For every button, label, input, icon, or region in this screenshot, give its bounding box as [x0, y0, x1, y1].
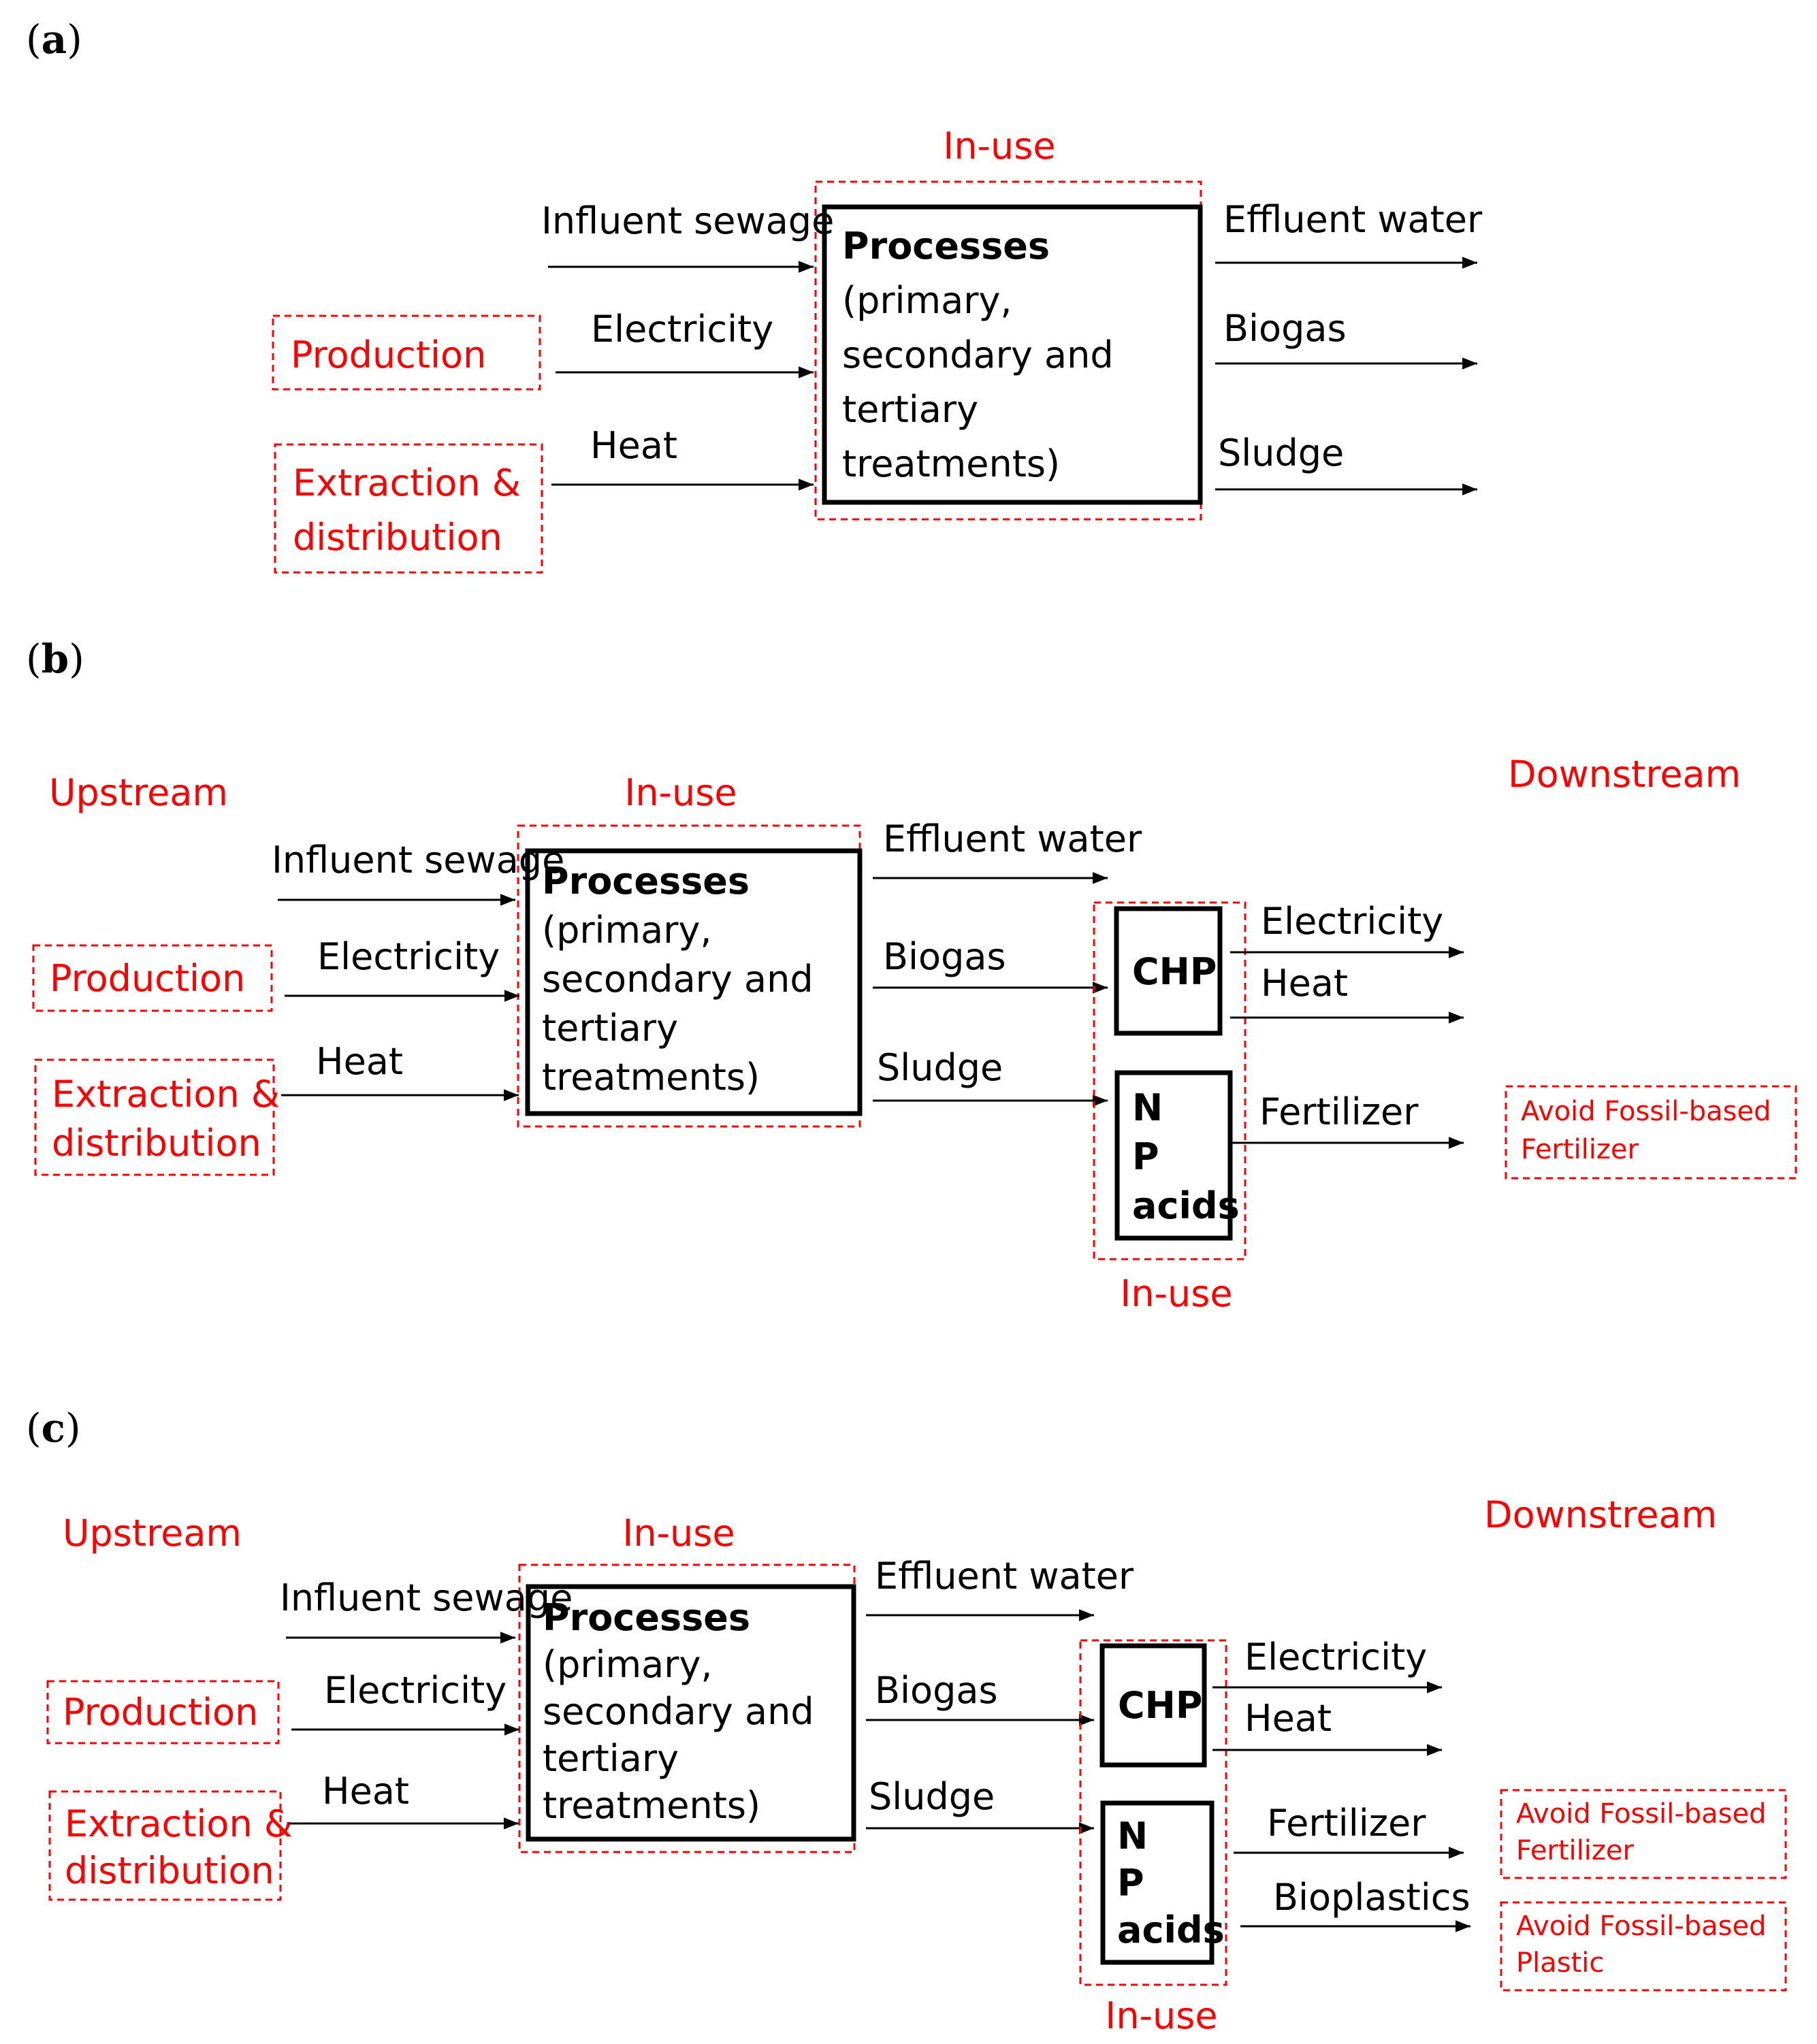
influent-label: Influent sewage [541, 199, 834, 242]
extraction-box [48, 1790, 282, 1901]
np-box [1114, 1070, 1233, 1241]
avoid-fertilizer-label: Avoid Fossil-based [1516, 1798, 1767, 1830]
np-box [1100, 1800, 1215, 1965]
process-text-line: tertiary [842, 388, 978, 431]
np-label: acids [1117, 1909, 1225, 1951]
process-box [822, 204, 1203, 505]
electricity-out-label: Electricity [1244, 1636, 1427, 1678]
inuse-label: In-use [622, 1512, 735, 1555]
heat-out-label: Heat [1244, 1697, 1332, 1740]
effluent-label: Effluent water [1223, 198, 1483, 241]
panel-c-letter: (c) [26, 1405, 81, 1451]
influent-label: Influent sewage [280, 1576, 573, 1619]
fertilizer-label: Fertilizer [1259, 1090, 1419, 1133]
effluent-label: Effluent water [875, 1555, 1134, 1597]
inuse-boundary-secondary [1093, 901, 1247, 1261]
np-label: N [1117, 1815, 1148, 1858]
process-text-line: treatments) [842, 442, 1060, 485]
upstream-label: Upstream [49, 771, 228, 814]
sludge-label: Sludge [1218, 432, 1344, 474]
inuse-label-bottom: In-use [1120, 1272, 1232, 1315]
inuse-boundary [814, 180, 1202, 521]
np-label: P [1132, 1135, 1159, 1178]
effluent-label: Effluent water [883, 817, 1142, 860]
extraction-box [274, 443, 543, 574]
process-title: Processes [542, 860, 750, 903]
production-label: Production [63, 1691, 258, 1734]
avoid-fertilizer-box [1500, 1789, 1787, 1879]
electricity-label: Electricity [591, 308, 773, 351]
biogas-label: Biogas [875, 1669, 998, 1712]
production-box [46, 1680, 280, 1745]
extraction-label: Extraction & [52, 1073, 280, 1116]
process-box [526, 1584, 856, 1842]
extraction-box [34, 1058, 275, 1176]
biogas-label: Biogas [883, 935, 1006, 978]
fertilizer-label: Fertilizer [1267, 1802, 1426, 1845]
np-label: acids [1132, 1184, 1240, 1227]
production-label: Production [291, 334, 486, 376]
downstream-label: Downstream [1508, 753, 1741, 796]
production-box [272, 314, 541, 391]
avoid-fertilizer-label: Avoid Fossil-based [1521, 1096, 1771, 1127]
bioplastics-label: Bioplastics [1273, 1876, 1470, 1919]
chp-box [1114, 906, 1223, 1036]
process-title: Processes [543, 1596, 750, 1639]
heat-label: Heat [590, 424, 677, 467]
process-text-line: (primary, [842, 279, 1012, 322]
heat-label: Heat [316, 1040, 403, 1083]
panel-a: (a) In-use Processes (primary, secondary… [26, 16, 1483, 574]
chp-label: CHP [1118, 1684, 1202, 1727]
process-text-line: treatments) [542, 1056, 760, 1099]
avoid-plastic-label: Plastic [1516, 1947, 1604, 1979]
upstream-label: Upstream [63, 1512, 242, 1555]
process-text-line: (primary, [542, 909, 712, 952]
electricity-label: Electricity [324, 1669, 506, 1712]
np-label: P [1117, 1862, 1144, 1904]
process-text-line: tertiary [542, 1007, 678, 1050]
panel-c: (c) Upstream Downstream In-use Processes… [26, 1405, 1787, 2037]
electricity-out-label: Electricity [1261, 900, 1443, 943]
process-title: Processes [842, 225, 1050, 267]
avoid-fertilizer-label: Fertilizer [1521, 1134, 1639, 1165]
production-box [32, 944, 273, 1012]
heat-out-label: Heat [1261, 962, 1348, 1005]
downstream-label: Downstream [1484, 1493, 1717, 1536]
inuse-label: In-use [624, 771, 737, 814]
biogas-label: Biogas [1223, 307, 1347, 350]
avoid-plastic-box [1500, 1901, 1787, 1992]
heat-label: Heat [322, 1770, 409, 1813]
electricity-label: Electricity [317, 935, 500, 978]
inuse-label: In-use [943, 125, 1055, 167]
panel-a-letter: (a) [26, 16, 82, 63]
inuse-boundary-secondary [1079, 1639, 1227, 1986]
sludge-label: Sludge [869, 1775, 995, 1818]
inuse-label-bottom: In-use [1105, 1994, 1217, 2037]
production-label: Production [50, 957, 245, 1000]
process-text-line: (primary, [543, 1643, 713, 1686]
extraction-label: distribution [52, 1122, 261, 1165]
process-text-line: secondary and [543, 1690, 814, 1733]
panel-b: (b) Upstream Downstream In-use Processes… [26, 636, 1797, 1315]
np-label: N [1132, 1086, 1163, 1129]
extraction-label: distribution [65, 1849, 274, 1892]
process-text-line: secondary and [542, 958, 814, 1001]
extraction-label: distribution [293, 516, 502, 559]
process-text-line: tertiary [543, 1737, 679, 1780]
process-box [525, 848, 863, 1116]
panel-b-letter: (b) [26, 636, 84, 682]
process-text-line: treatments) [543, 1784, 760, 1827]
avoid-plastic-label: Avoid Fossil-based [1516, 1911, 1767, 1942]
influent-label: Influent sewage [272, 839, 564, 881]
avoid-fertilizer-label: Fertilizer [1516, 1835, 1635, 1866]
chp-box [1099, 1643, 1207, 1768]
extraction-label: Extraction & [65, 1802, 293, 1845]
avoid-fertilizer-box [1505, 1085, 1797, 1180]
chp-label: CHP [1132, 950, 1217, 993]
extraction-label: Extraction & [293, 461, 521, 504]
process-text-line: secondary and [842, 334, 1114, 376]
sludge-label: Sludge [877, 1046, 1003, 1089]
